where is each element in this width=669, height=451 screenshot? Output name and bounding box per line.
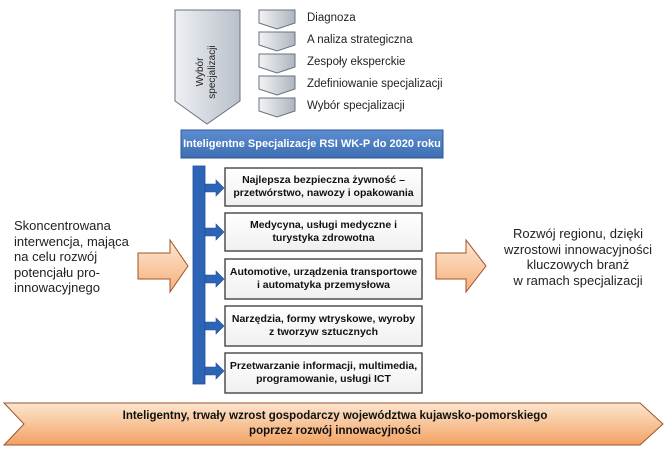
bottom-outcome-arrow — [2, 402, 664, 446]
selection-chevron-label: Wybór specjalizacji — [195, 27, 221, 117]
selection-chevron-shape — [174, 9, 241, 125]
right-text-line-1: Rozwój regionu, dzięki — [512, 226, 644, 241]
step-chevrons — [258, 9, 296, 118]
right-development-text: Rozwój regionu, dzięki wzrostowi innowac… — [493, 226, 663, 288]
sector-label-2: Medycyna, usługi medyczne i turystyka zd… — [249, 219, 398, 244]
right-text-line-2: wzrostowi innowacyjności — [503, 241, 653, 257]
right-output-arrow — [435, 238, 487, 294]
sector-box-5 — [224, 352, 423, 394]
sector-box-1 — [224, 167, 423, 207]
sector-boxes — [224, 167, 423, 394]
step-chevron-4 — [258, 75, 296, 96]
connector-arrow-3 — [204, 270, 225, 288]
bottom-text-line-1: Inteligentny, trwały wzrost gospodarczy … — [122, 410, 548, 422]
bottom-text-line-2: poprzez rozwój innowacyjności — [249, 425, 421, 437]
step-chevron-2 — [258, 31, 296, 52]
left-text-line-4: potencjału pro- — [14, 264, 100, 280]
bottom-outcome-text: Inteligentny, trwały wzrost gospodarczy … — [30, 403, 640, 445]
selection-chevron-label-line-1: Wybór — [195, 57, 206, 87]
left-input-arrow — [137, 238, 189, 294]
connector-arrow-2 — [204, 223, 225, 241]
right-text-line-3: kluczowych branż — [526, 257, 630, 272]
left-text-line-2: interwencja, mająca — [14, 233, 129, 249]
connector-bar — [192, 165, 206, 385]
main-banner-box — [180, 129, 444, 159]
right-text-line-4: w ramach specjalizacji — [513, 272, 643, 288]
left-intervention-text: Skoncentrowana interwencja, mająca na ce… — [14, 218, 139, 296]
step-chevron-3 — [258, 53, 296, 74]
connector-arrow-5 — [204, 362, 225, 380]
left-text-line-3: na celu rozwój — [14, 249, 98, 264]
sector-label-4: Narzędzia, formy wtryskowe, wyroby z two… — [231, 313, 416, 338]
main-banner-title: Inteligentne Specjalizacje RSI WK-P do 2… — [183, 138, 441, 150]
sector-label-1: Najlepsza bezpieczna żywność – przetwórs… — [233, 174, 414, 199]
sector-box-2 — [224, 212, 423, 252]
step-label-2: A naliza strategiczna — [307, 34, 413, 46]
sector-box-3 — [224, 258, 423, 300]
step-label-4: Zdefiniowanie specjalizacji — [307, 78, 443, 90]
connector-arrow-1 — [204, 179, 225, 197]
step-chevron-1 — [258, 9, 296, 30]
left-text-line-1: Skoncentrowana — [14, 218, 111, 233]
selection-chevron-label-line-2: specjalizacji — [207, 45, 218, 99]
sector-label-3: Automotive, urządzenia transportowe i au… — [229, 266, 418, 291]
sector-box-4 — [224, 305, 423, 347]
connector-arrow-4 — [204, 317, 225, 335]
step-label-1: Diagnoza — [307, 12, 356, 24]
step-label-3: Zespoły eksperckie — [307, 56, 406, 68]
connector-arrows — [204, 179, 225, 380]
sector-label-5: Przetwarzanie informacji, multimedia, pr… — [229, 360, 418, 385]
step-label-5: Wybór specjalizacji — [307, 100, 405, 112]
left-text-line-5: innowacyjnego — [14, 280, 101, 295]
step-chevron-5 — [258, 97, 296, 118]
